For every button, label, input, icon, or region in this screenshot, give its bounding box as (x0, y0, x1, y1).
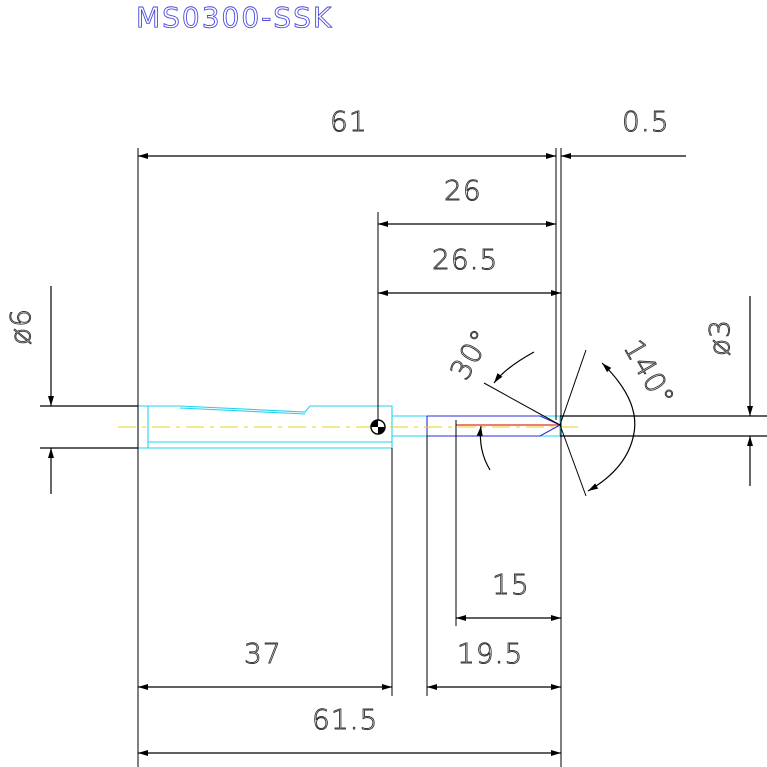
shank-inner-line-top (179, 407, 306, 415)
dim-label-0-5: 0.5 (622, 105, 670, 138)
dimension-26-5: 26.5 (378, 243, 561, 296)
dimension-angle-30: 30° (443, 323, 561, 471)
dim-label-phi3: ø3 (703, 319, 736, 356)
part-outline (40, 405, 767, 449)
datum-marker (370, 419, 386, 435)
dim-label-26: 26 (444, 174, 482, 207)
dimension-phi3: ø3 (703, 296, 753, 486)
dimension-37: 37 (138, 637, 392, 690)
tip-body (427, 415, 562, 437)
dim-label-15: 15 (492, 568, 530, 601)
dimension-61-5: 61.5 (138, 703, 561, 756)
dim-label-30: 30° (443, 323, 498, 385)
neck-body (392, 415, 561, 437)
shank-body (137, 405, 393, 449)
dimension-0-5: 0.5 (561, 105, 686, 159)
dim-label-61-5: 61.5 (312, 703, 378, 736)
dimension-phi6: ø6 (4, 286, 54, 494)
extension-lines (137, 148, 562, 767)
dim-label-26-5: 26.5 (432, 243, 498, 276)
dim-label-phi6: ø6 (4, 308, 37, 345)
dim-label-37: 37 (244, 637, 282, 670)
dim-label-140: 140° (617, 334, 681, 412)
drawing-title: MS0300-SSK (136, 1, 333, 34)
dim-label-61: 61 (330, 105, 368, 138)
dimension-61: 61 (138, 105, 556, 159)
dimension-angle-140: 140° (559, 334, 682, 497)
dim-label-19-5: 19.5 (457, 637, 523, 670)
dimension-15: 15 (456, 568, 561, 621)
dimension-26: 26 (378, 174, 556, 227)
dimension-19-5: 19.5 (427, 637, 561, 690)
